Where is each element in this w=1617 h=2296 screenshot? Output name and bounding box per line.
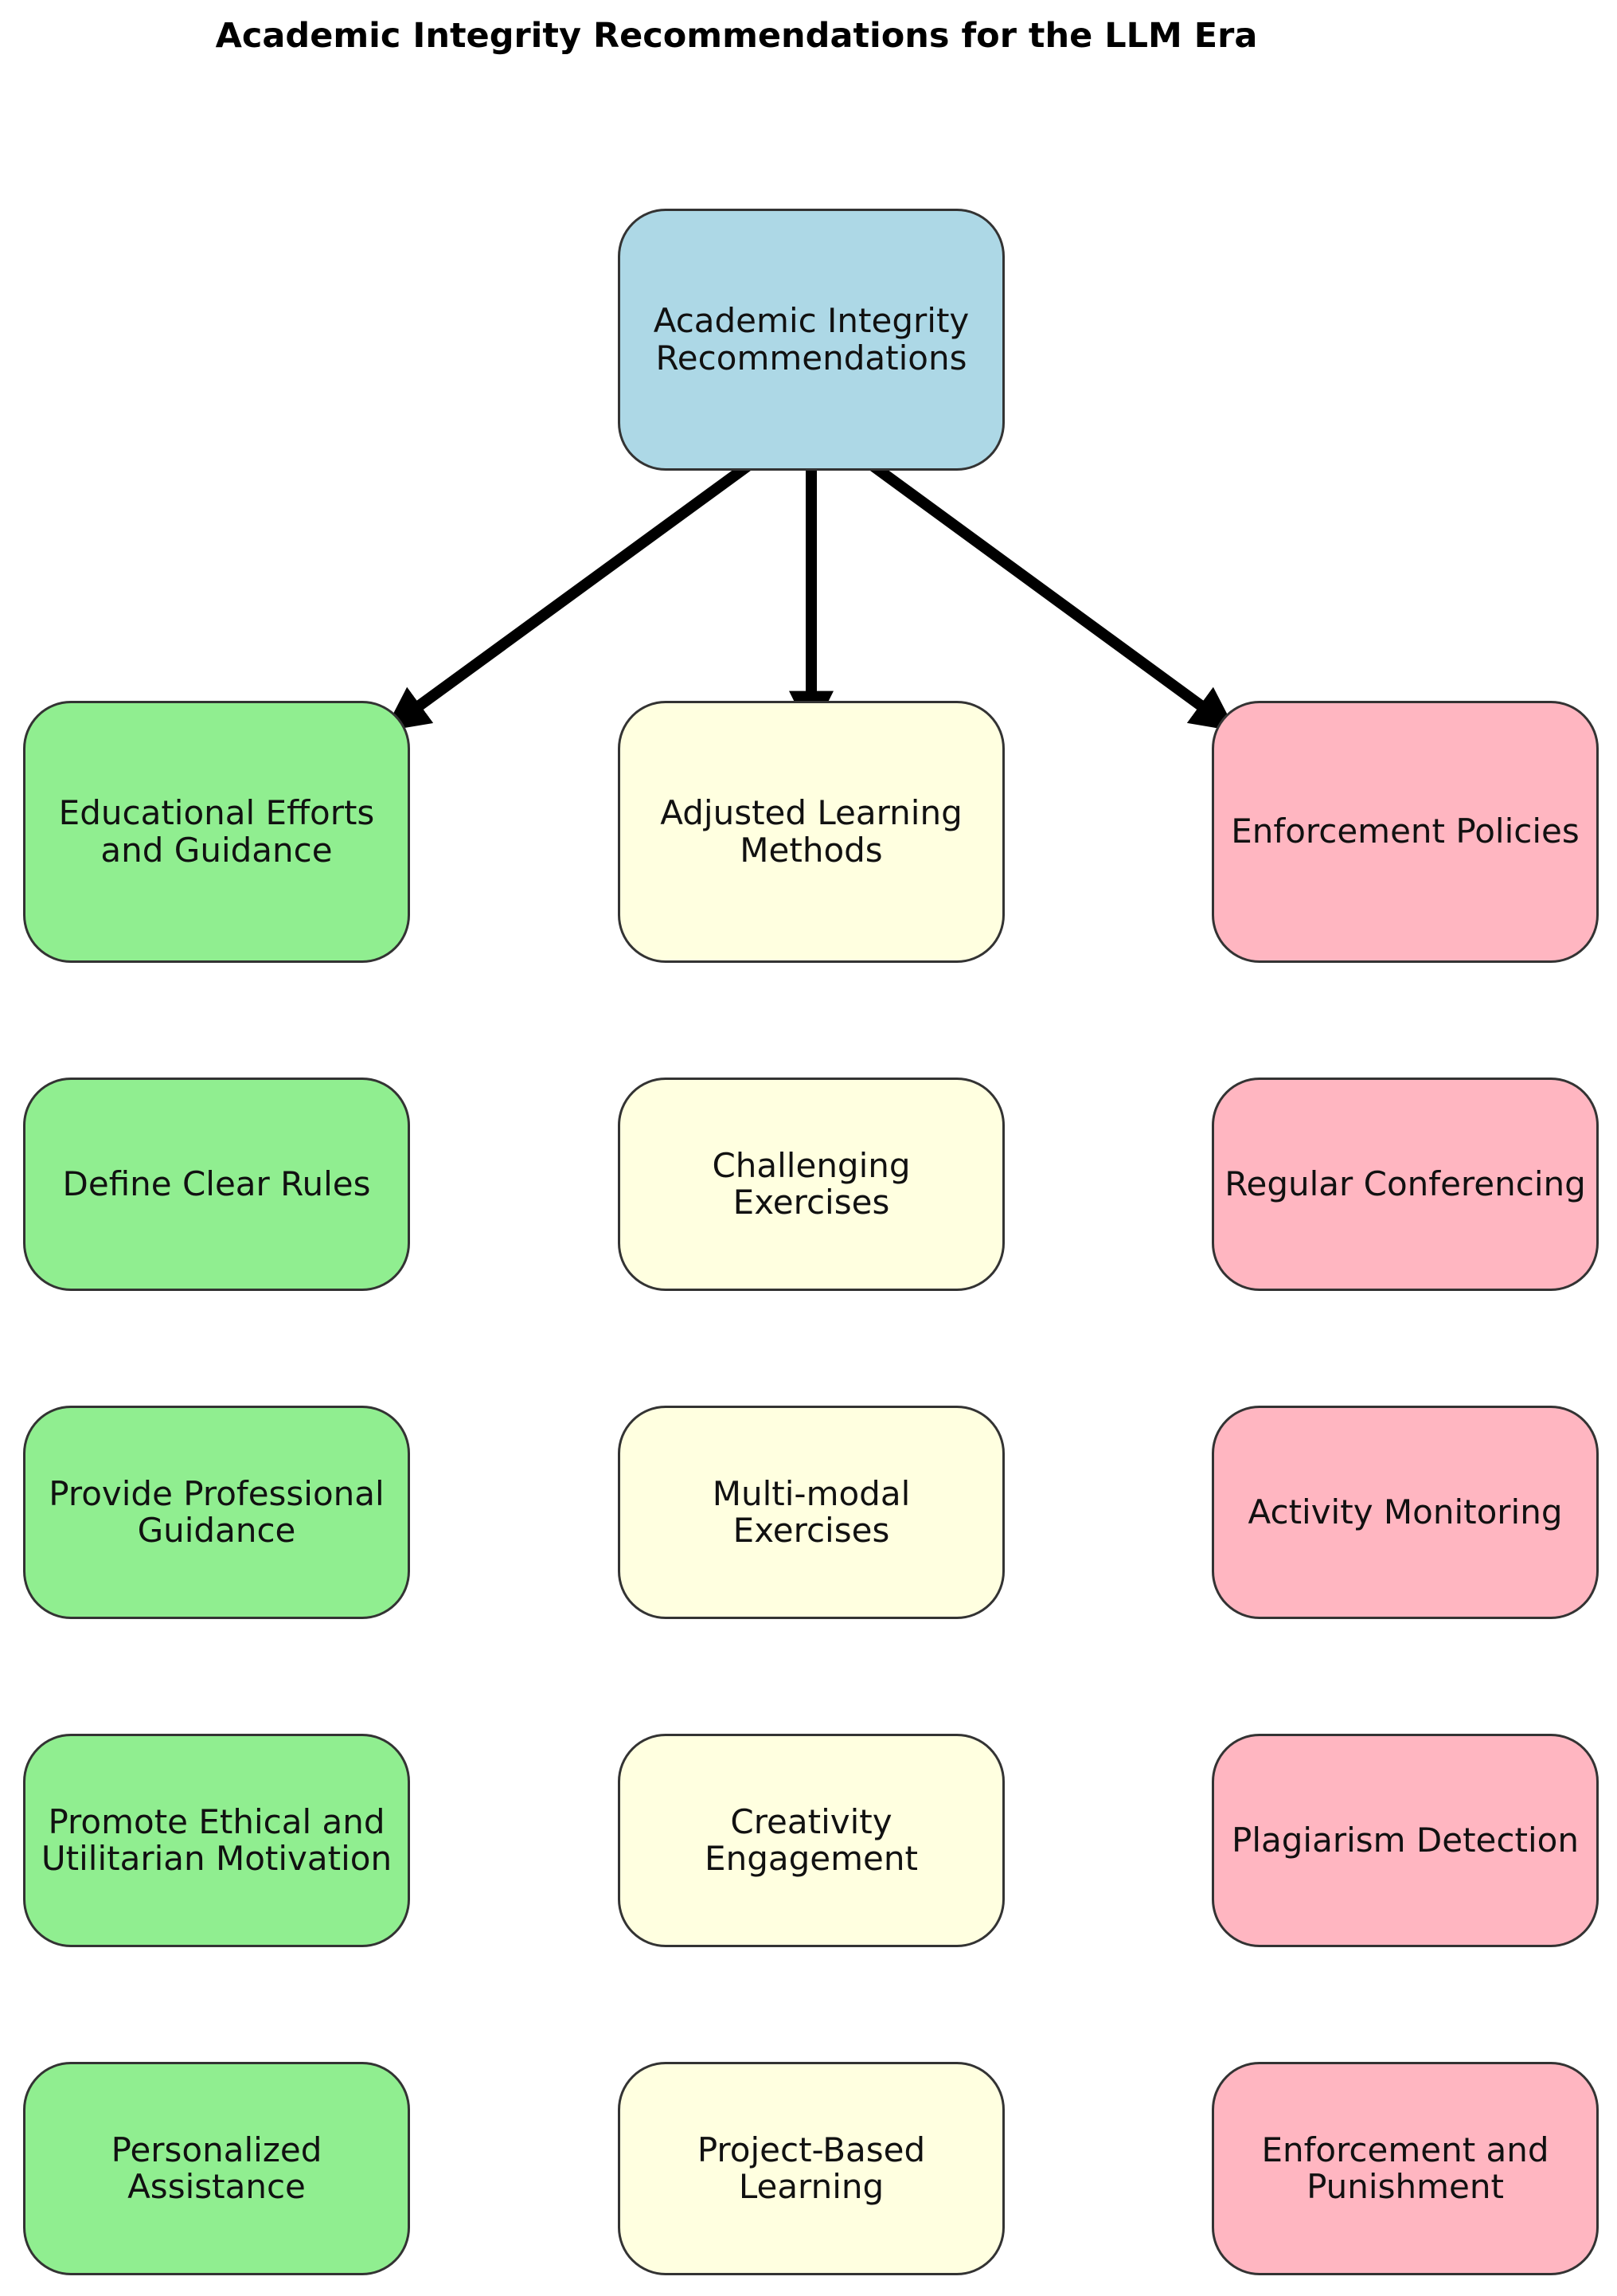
diagram-title: Academic Integrity Recommendations for t… [215, 16, 1258, 56]
item-define-clear-rules: Define Clear Rules [23, 1078, 410, 1291]
header-label: Enforcement Policies [1231, 812, 1580, 851]
root-node: Academic Integrity Recommendations [618, 209, 1005, 471]
item-label: Define Clear Rules [62, 1164, 371, 1203]
item-personalized-assistance: Personalized Assistance [23, 2062, 410, 2275]
arrow-to-enforcement-policies [829, 432, 1236, 733]
header-enforcement-policies: Enforcement Policies [1212, 701, 1599, 963]
item-label: Personalized Assistance [111, 2130, 322, 2206]
item-label: Multi-modal Exercises [712, 1473, 911, 1550]
item-label: Creativity Engagement [705, 1801, 918, 1878]
item-creativity-engagement: Creativity Engagement [618, 1734, 1005, 1947]
item-promote-ethical-motivation: Promote Ethical and Utilitarian Motivati… [23, 1734, 410, 1947]
item-label: Regular Conferencing [1224, 1164, 1586, 1203]
item-label: Enforcement and Punishment [1261, 2130, 1549, 2206]
item-label: Challenging Exercises [712, 1145, 911, 1222]
item-plagiarism-detection: Plagiarism Detection [1212, 1734, 1599, 1947]
item-activity-monitoring: Activity Monitoring [1212, 1406, 1599, 1619]
item-enforcement-and-punishment: Enforcement and Punishment [1212, 2062, 1599, 2275]
item-label: Provide Professional Guidance [49, 1473, 385, 1550]
item-label: Promote Ethical and Utilitarian Motivati… [41, 1801, 393, 1878]
item-challenging-exercises: Challenging Exercises [618, 1078, 1005, 1291]
item-project-based-learning: Project-Based Learning [618, 2062, 1005, 2275]
header-label: Educational Efforts and Guidance [58, 793, 375, 870]
item-regular-conferencing: Regular Conferencing [1212, 1078, 1599, 1291]
root-node-label: Academic Integrity Recommendations [653, 301, 970, 377]
item-provide-professional-guidance: Provide Professional Guidance [23, 1406, 410, 1619]
header-educational-efforts: Educational Efforts and Guidance [23, 701, 410, 963]
arrow-to-educational-efforts [384, 432, 792, 733]
header-label: Adjusted Learning Methods [660, 793, 963, 870]
item-multi-modal-exercises: Multi-modal Exercises [618, 1406, 1005, 1619]
item-label: Project-Based Learning [697, 2130, 926, 2206]
header-adjusted-learning-methods: Adjusted Learning Methods [618, 701, 1005, 963]
item-label: Activity Monitoring [1248, 1492, 1563, 1531]
item-label: Plagiarism Detection [1232, 1820, 1579, 1860]
